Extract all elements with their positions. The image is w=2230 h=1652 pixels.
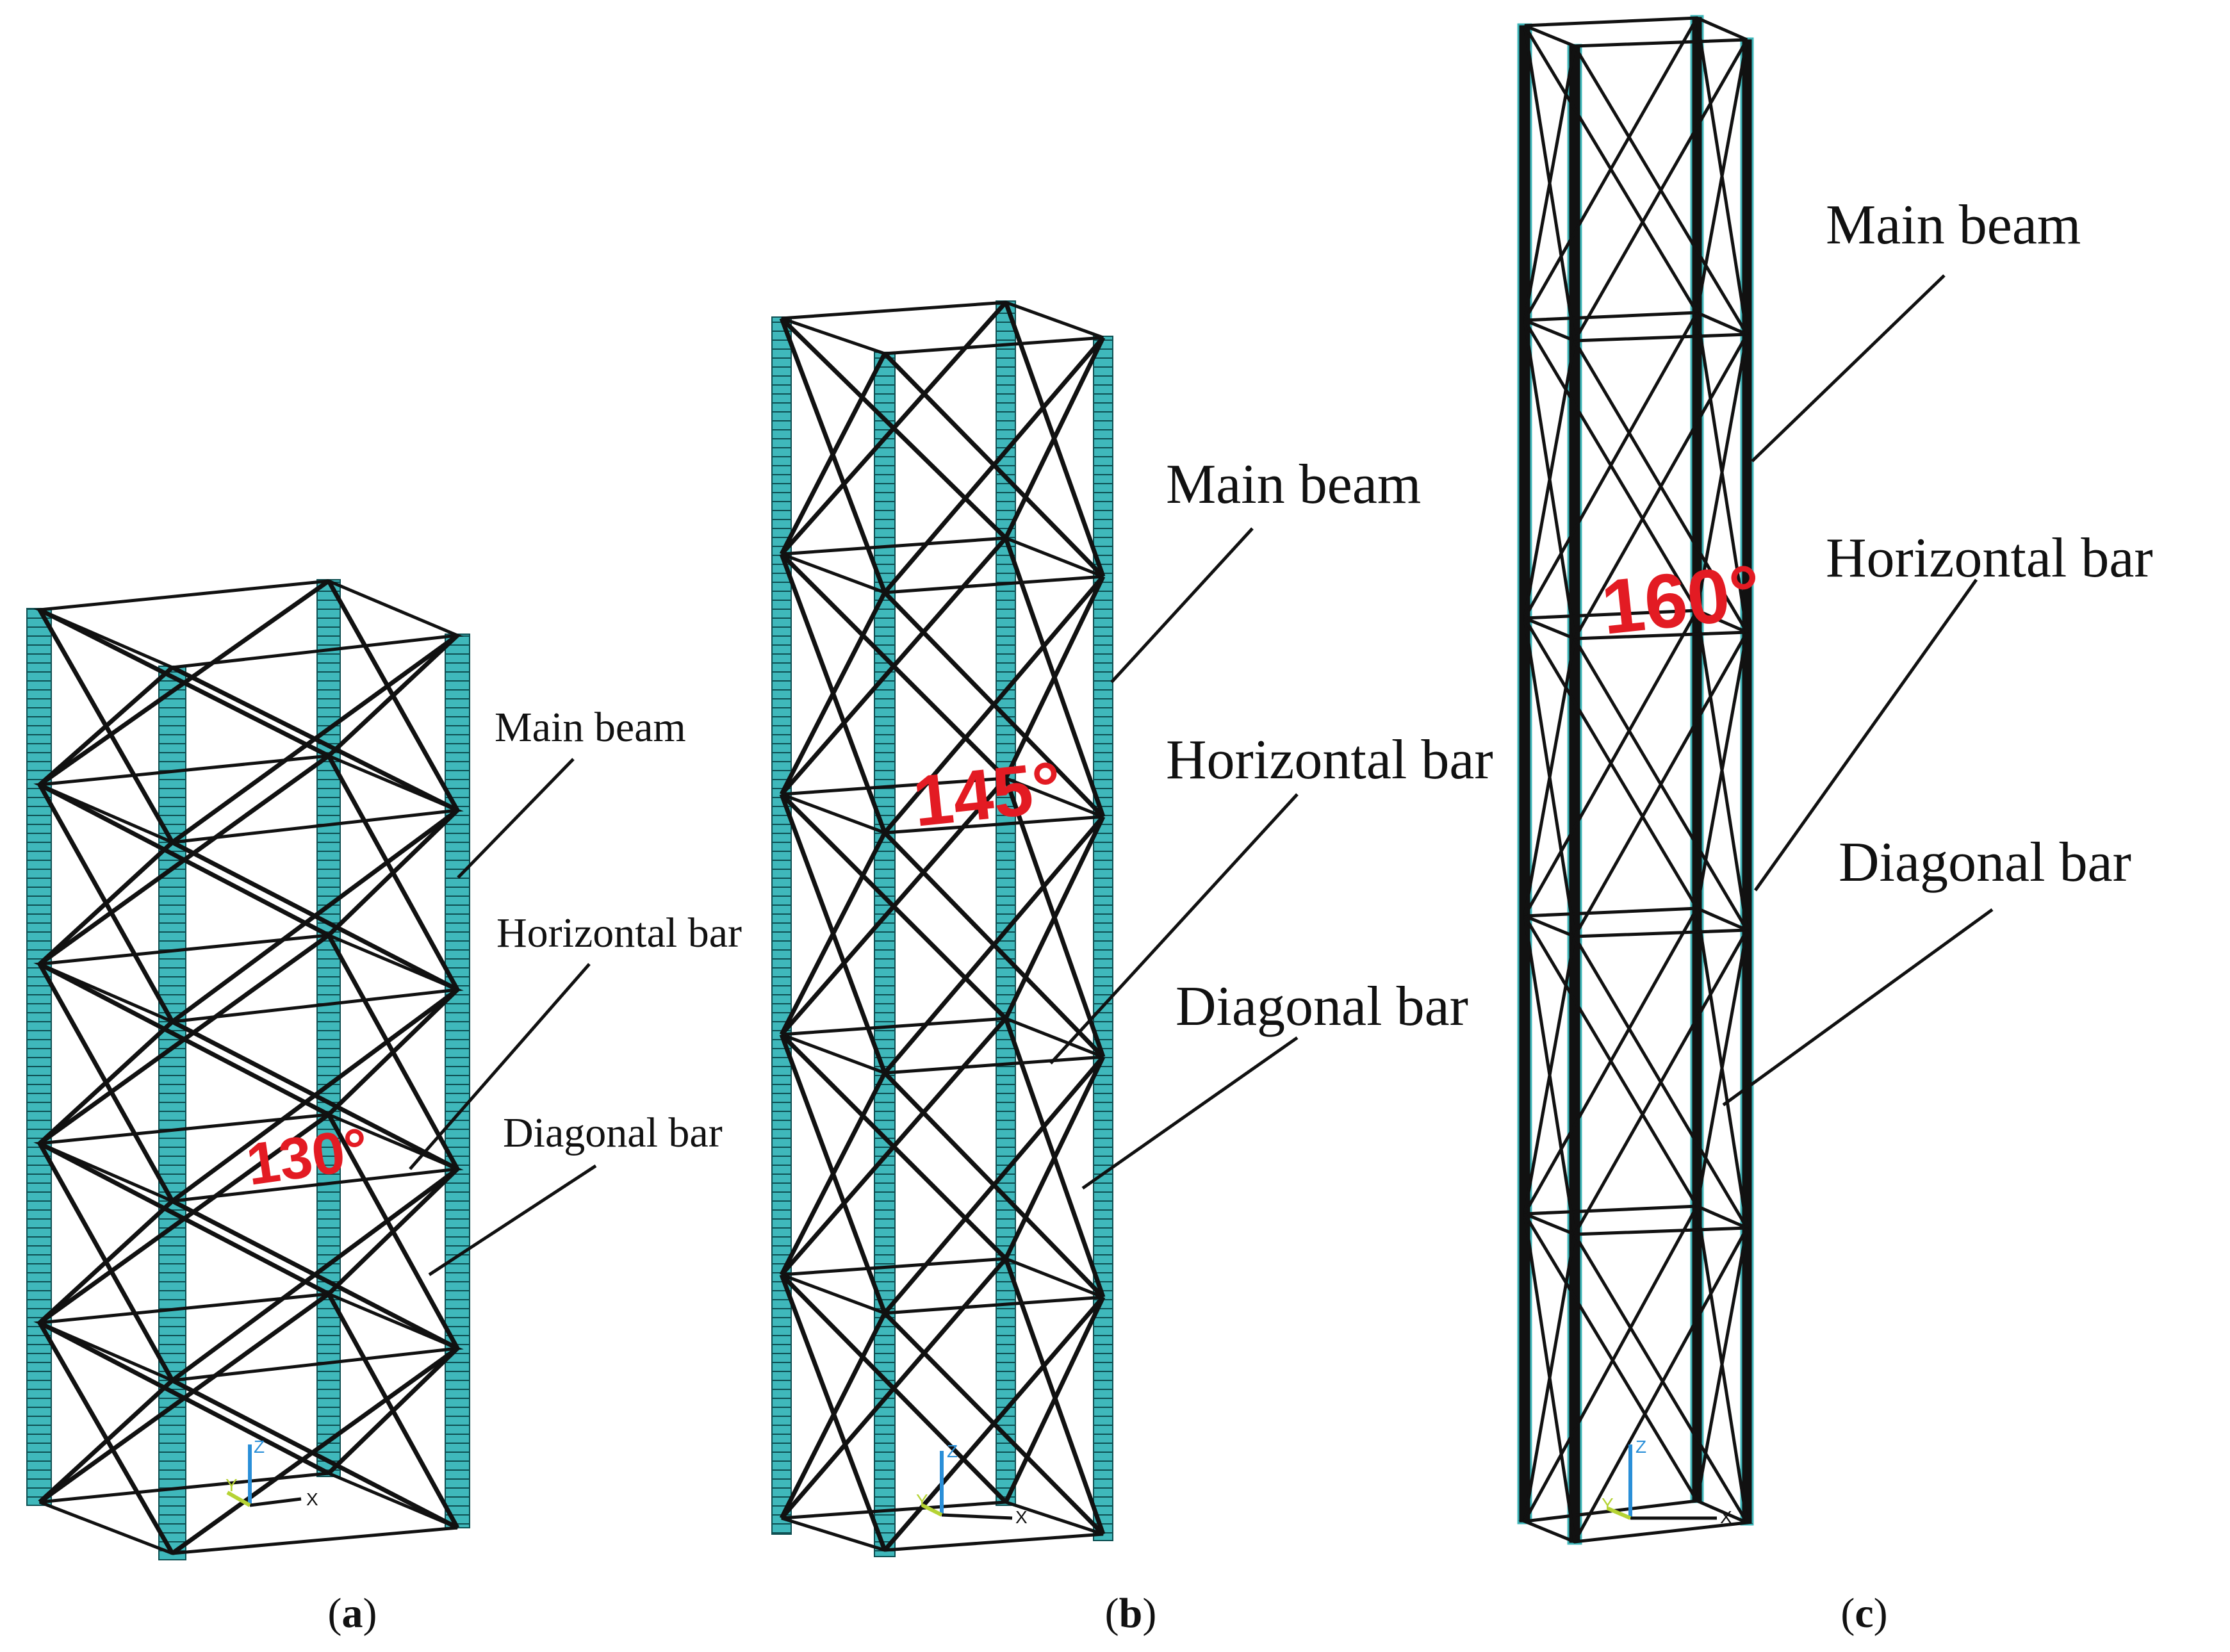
main-beam <box>1567 44 1582 1545</box>
callout-main-beam: Main beam <box>1166 454 1421 516</box>
tower-c: Z X Y <box>1517 15 1754 1545</box>
axis-y-label: Y <box>1602 1494 1614 1514</box>
panel-c: Z X Y 160° Main beam Horizontal bar Diag… <box>1517 15 2153 1637</box>
main-beam <box>1093 336 1113 1541</box>
axis-y-label: Y <box>225 1475 238 1495</box>
callouts-a: Main beam Horizontal bar Diagonal bar <box>409 704 742 1277</box>
axis-triad: Z X Y <box>225 1437 318 1509</box>
callout-main-beam: Main beam <box>495 704 686 751</box>
axis-z-label: Z <box>947 1441 958 1461</box>
angle-label: 130° <box>243 1116 373 1197</box>
diagonal-bars <box>37 579 460 1555</box>
main-beam <box>316 579 341 1477</box>
callouts-b: Main beam Horizontal bar Diagonal bar <box>1049 454 1493 1190</box>
main-beam <box>1690 15 1704 1503</box>
callout-horizontal-bar: Horizontal bar <box>496 910 742 956</box>
main-beam <box>26 608 52 1506</box>
main-beam <box>771 316 792 1535</box>
axis-x-label: X <box>306 1489 318 1509</box>
angle-label: 160° <box>1598 549 1765 651</box>
tower-b: Z X Y <box>771 300 1113 1557</box>
callout-diagonal-bar: Diagonal bar <box>1176 976 1468 1038</box>
panel-label-a: (a) <box>328 1590 377 1637</box>
panel-a: Z X Y 130° Main beam Horizontal bar Diag… <box>26 579 742 1637</box>
callout-diagonal-bar: Diagonal bar <box>1839 831 2131 894</box>
panel-label-c: (c) <box>1841 1590 1887 1637</box>
axis-y-label: Y <box>916 1491 928 1510</box>
callouts-c: Main beam Horizontal bar Diagonal bar <box>1722 194 2153 1107</box>
main-beam <box>445 634 470 1528</box>
diagonal-bars <box>779 300 1106 1552</box>
main-beam <box>874 352 896 1557</box>
axis-triad: Z X Y <box>916 1441 1028 1527</box>
axis-z-label: Z <box>1636 1437 1646 1457</box>
angle-label: 145° <box>909 746 1065 842</box>
main-beam <box>158 666 186 1560</box>
panel-label-b: (b) <box>1105 1590 1157 1637</box>
main-beam <box>1517 23 1532 1525</box>
axis-z-label: Z <box>254 1437 265 1457</box>
main-beam <box>1740 37 1754 1526</box>
axis-x-label: X <box>1015 1507 1028 1527</box>
axis-x-label: X <box>1720 1507 1732 1527</box>
callout-main-beam: Main beam <box>1826 194 2081 256</box>
callout-diagonal-bar: Diagonal bar <box>503 1109 723 1156</box>
axis-triad: Z X Y <box>1602 1437 1732 1527</box>
tower-a: Z X Y <box>26 579 470 1560</box>
panel-b: Z X Y 145° Main beam Horizontal bar Diag… <box>771 300 1493 1637</box>
callout-horizontal-bar: Horizontal bar <box>1826 527 2153 589</box>
diagonal-bars <box>1523 17 1749 1543</box>
callout-horizontal-bar: Horizontal bar <box>1166 729 1493 791</box>
